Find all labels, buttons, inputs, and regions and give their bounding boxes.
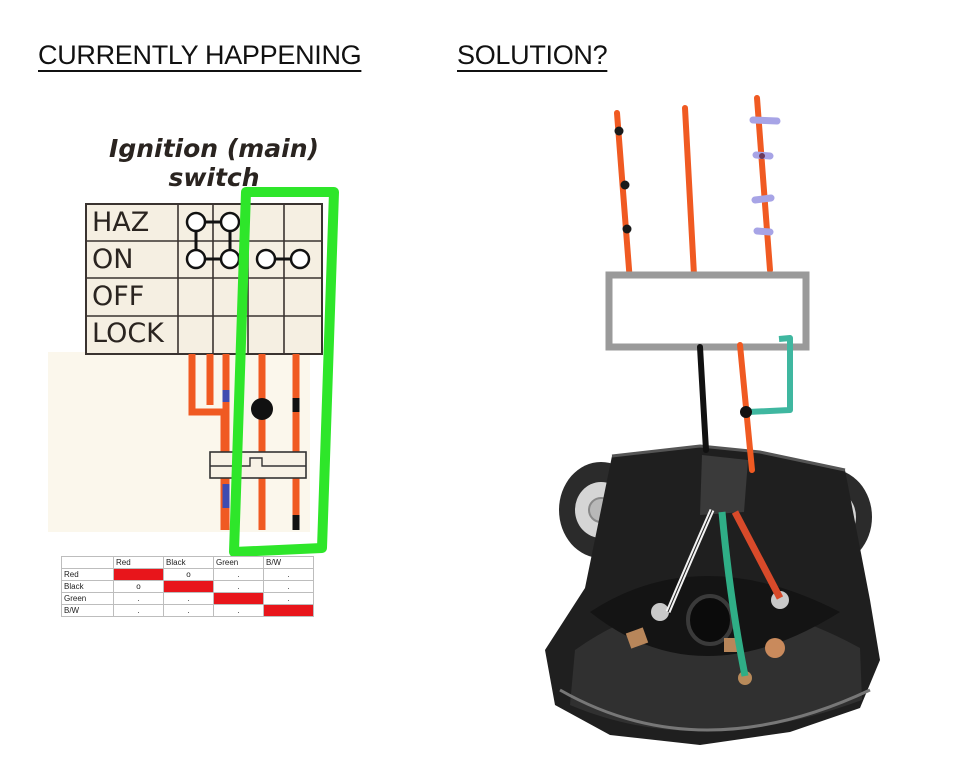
switch-wires: [188, 354, 300, 530]
row-label-off: OFF: [92, 281, 145, 312]
table-row: Red o . .: [61, 568, 314, 581]
switch-title: Ignition (main) switch: [104, 134, 324, 192]
row-label-lock: LOCK: [92, 318, 164, 349]
table-row: B/W . . .: [61, 604, 314, 617]
solution-connector-box: [605, 271, 810, 351]
solution-upper-wires: [614, 95, 781, 285]
switch-title-line1: Ignition (main): [109, 134, 319, 163]
row-label-on: ON: [92, 244, 134, 275]
table-row: Black o . .: [61, 580, 314, 593]
row-label-haz: HAZ: [92, 207, 150, 238]
switch-title-line2: switch: [168, 163, 260, 192]
table-cell: [163, 580, 214, 593]
switch-grid: [85, 203, 323, 355]
table-cell: .: [213, 604, 264, 617]
solution-lower-wires: [665, 335, 793, 677]
scan-background: [48, 352, 310, 532]
switch-connector: [209, 451, 307, 479]
table-row-label: B/W: [61, 604, 114, 617]
green-highlight-box: [229, 187, 339, 557]
heading-currently-happening: CURRENTLY HAPPENING: [38, 40, 362, 70]
connection-table: Red Black Green B/W Red o . . Black o . …: [61, 556, 314, 617]
heading-solution: SOLUTION?: [457, 40, 608, 70]
table-cell: [263, 604, 314, 617]
table-header-row: Red Black Green B/W: [61, 556, 314, 569]
switch-grid-lines: [86, 204, 322, 354]
switch-contacts: [185, 211, 311, 270]
